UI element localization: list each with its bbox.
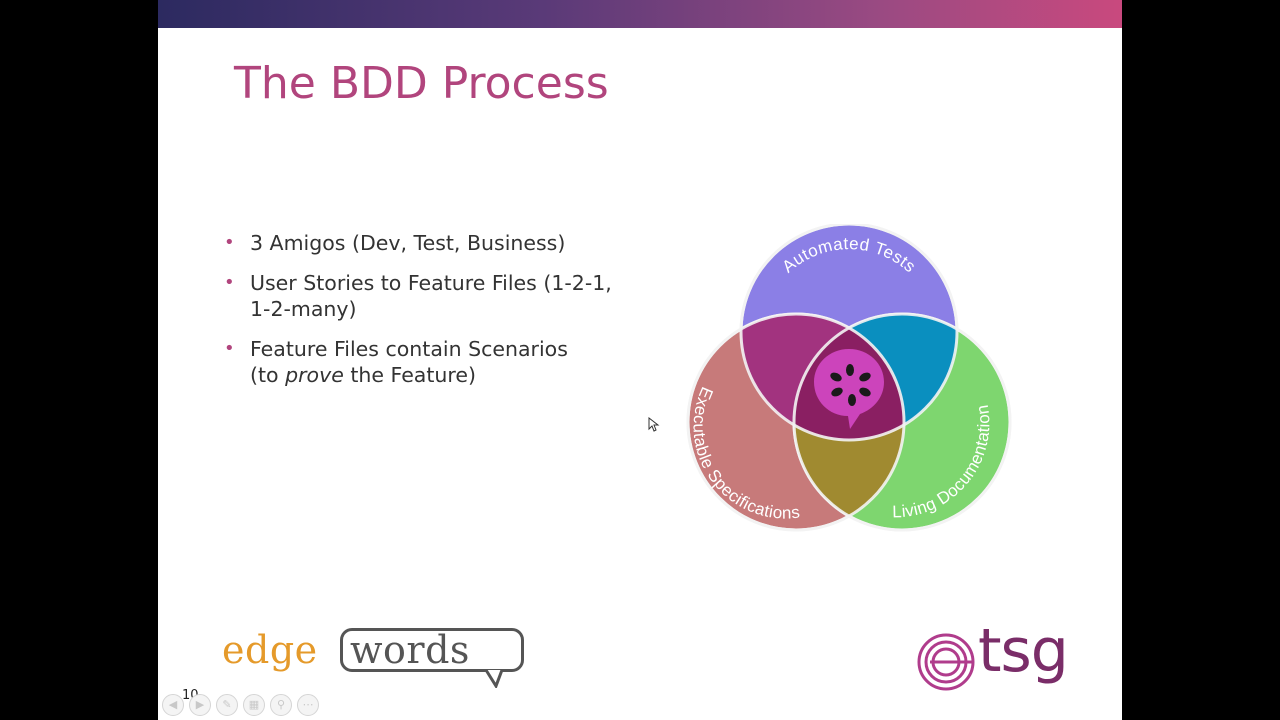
bullet-text: Feature Files contain Scenarios <box>250 337 568 361</box>
bullet-item: • 3 Amigos (Dev, Test, Business) <box>224 230 624 256</box>
speech-tail-icon <box>484 669 504 688</box>
bullet-item: • User Stories to Feature Files (1-2-1, … <box>224 270 624 322</box>
bullet-text: 3 Amigos (Dev, Test, Business) <box>250 231 566 255</box>
edgewords-speech-box <box>340 628 524 672</box>
see-all-slides-icon[interactable]: ▦ <box>243 694 265 716</box>
edgewords-logo-part2: words <box>350 628 470 672</box>
next-slide-icon[interactable]: ▶ <box>189 694 211 716</box>
more-options-icon[interactable]: ⋯ <box>297 694 319 716</box>
prev-slide-icon[interactable]: ◀ <box>162 694 184 716</box>
slide-title: The BDD Process <box>234 58 609 109</box>
bullet-icon: • <box>224 338 235 359</box>
cucumber-logo-icon <box>814 349 884 429</box>
presenter-controls: ◀ ▶ ✎ ▦ ⚲ ⋯ <box>162 694 319 716</box>
tsg-logo-text: tsg <box>978 616 1069 686</box>
bullet-text-cont: the Feature) <box>343 363 476 387</box>
bdd-venn-diagram: Automated Tests Executable Specification… <box>686 224 1012 532</box>
edgewords-logo-part1: edge <box>222 628 318 672</box>
bullet-icon: • <box>224 272 235 293</box>
bullet-icon: • <box>224 232 235 253</box>
bullet-item: • Feature Files contain Scenarios (to pr… <box>224 336 624 388</box>
bullet-list: • 3 Amigos (Dev, Test, Business) • User … <box>224 230 624 402</box>
pen-icon[interactable]: ✎ <box>216 694 238 716</box>
bullet-text: User Stories to Feature Files (1-2-1, 1-… <box>250 271 612 321</box>
mouse-cursor-icon <box>648 417 660 432</box>
tsg-logo: tsg <box>916 616 1086 696</box>
bullet-text-emphasis: prove <box>285 363 344 387</box>
slide-header-bar <box>158 0 1122 28</box>
bullet-text-cont: (to <box>250 363 286 387</box>
tsg-ring-icon <box>917 633 975 691</box>
slide: The BDD Process • 3 Amigos (Dev, Test, B… <box>158 0 1122 720</box>
zoom-icon[interactable]: ⚲ <box>270 694 292 716</box>
